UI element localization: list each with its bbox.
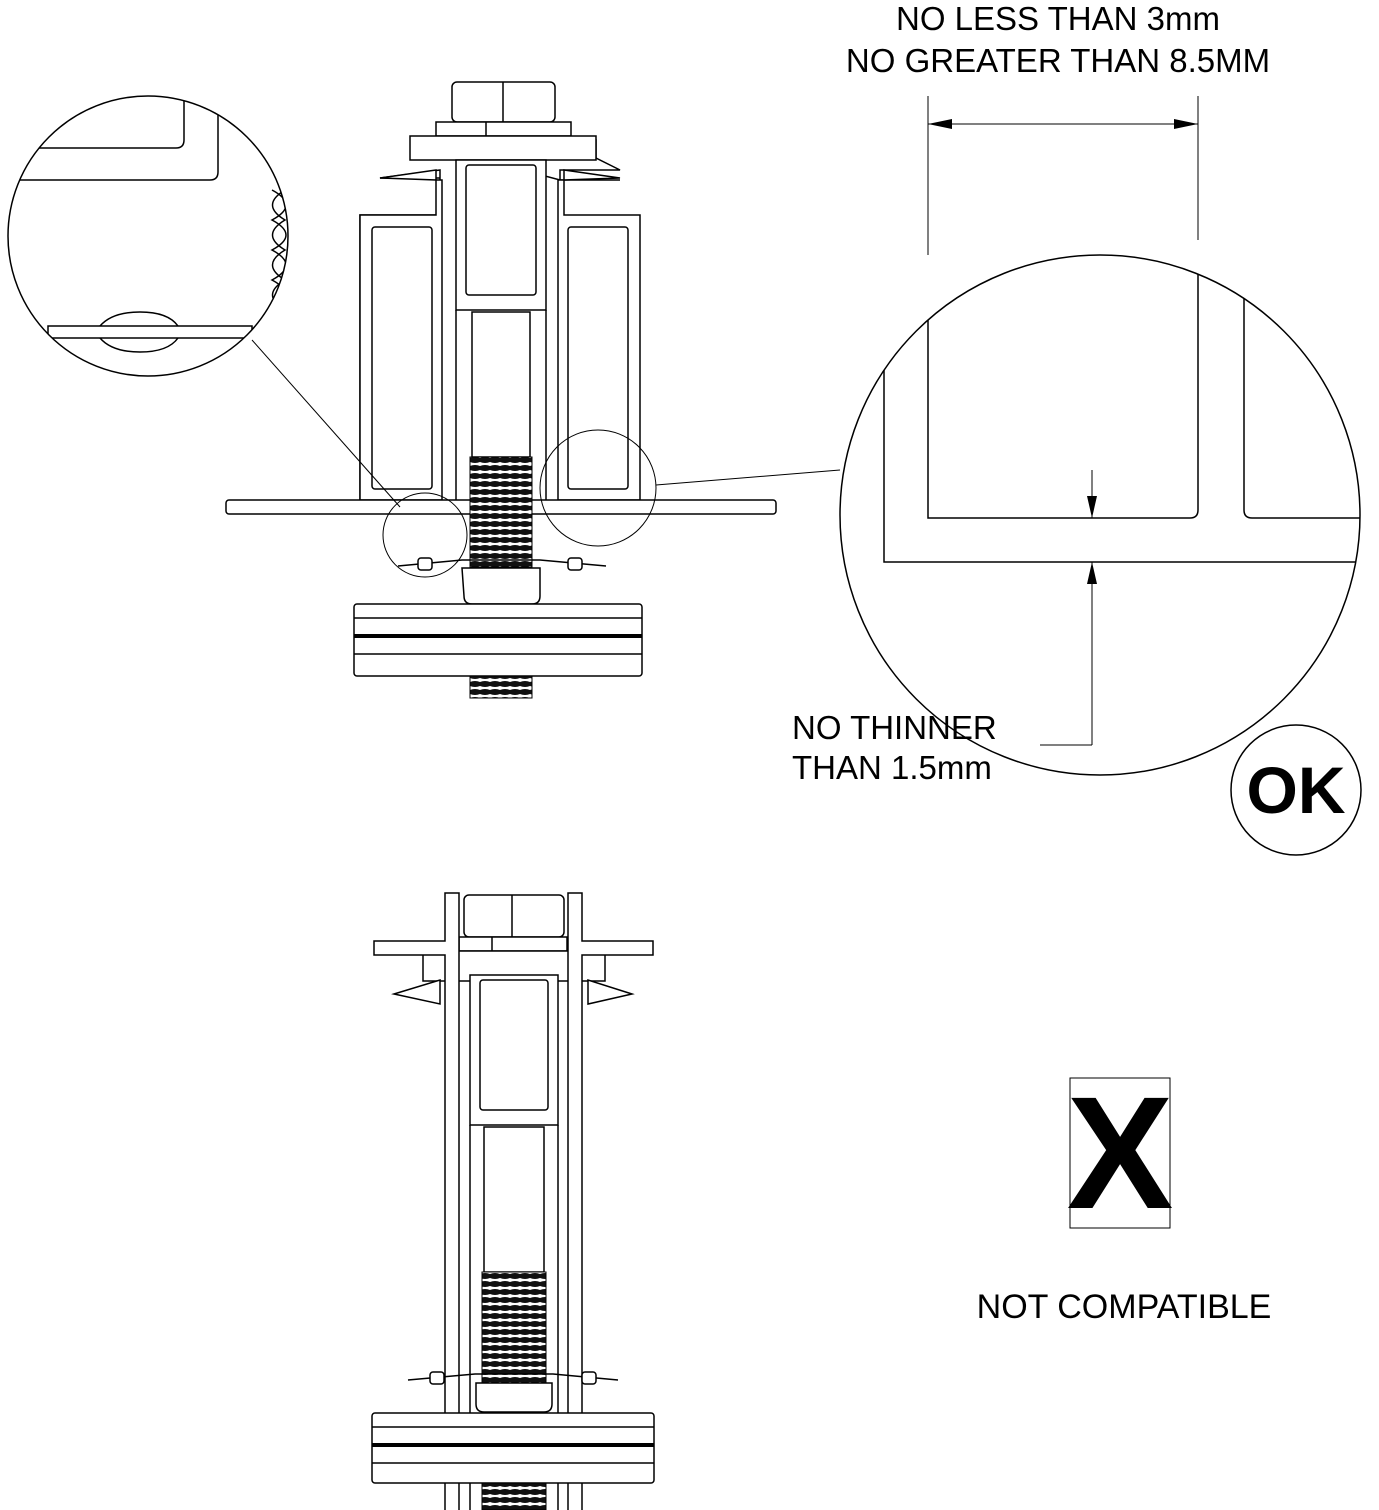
- bolt-tail-bottom: [481, 1482, 547, 1510]
- spring-clip: [397, 557, 607, 605]
- wall-thickness-label-line1: NO THINNER: [792, 709, 997, 746]
- spring-clip-bottom: [407, 1371, 619, 1413]
- bolt-head: [435, 81, 572, 137]
- left-profile: [359, 169, 443, 501]
- x-badge-text: X: [1067, 1063, 1174, 1242]
- bolt-shank-bottom: [483, 1126, 545, 1273]
- leader-line-left: [251, 339, 401, 508]
- ok-badge: OK: [1230, 724, 1362, 856]
- leader-line-right: [655, 469, 841, 486]
- bolt-tail: [469, 675, 533, 699]
- ok-badge-text: OK: [1247, 753, 1346, 827]
- clamp-wing-left: [391, 978, 441, 1005]
- compatible-assembly: [225, 81, 841, 699]
- module-frame-bottom: [371, 1412, 655, 1484]
- detail-view-profile: [839, 96, 1361, 776]
- clamp-wing-right: [587, 978, 635, 1005]
- incompatible-assembly: [371, 892, 655, 1510]
- not-compatible-label: NOT COMPATIBLE: [977, 1288, 1272, 1326]
- x-badge: X: [1067, 1063, 1174, 1242]
- module-frame: [353, 603, 643, 677]
- bolt-head-bottom: [458, 894, 568, 952]
- slot-width-label-line1: NO LESS THAN 3mm: [896, 0, 1220, 37]
- bolt-thread: [469, 456, 533, 568]
- center-channel: [455, 159, 547, 505]
- detail-circle-right: [539, 429, 657, 547]
- right-profile: [557, 169, 641, 501]
- detail-circle-left: [382, 492, 468, 578]
- detail-view-clip: [7, 95, 289, 377]
- wall-thickness-label-line2: THAN 1.5mm: [792, 749, 992, 786]
- center-channel-bottom: [469, 974, 559, 1510]
- bolt-shank: [471, 311, 531, 458]
- wall-thickness-dimension: [1040, 470, 1097, 746]
- slot-width-label-line2: NO GREATER THAN 8.5MM: [846, 42, 1270, 79]
- slot-width-dimension: [927, 96, 1199, 255]
- bolt-thread-bottom: [481, 1271, 547, 1385]
